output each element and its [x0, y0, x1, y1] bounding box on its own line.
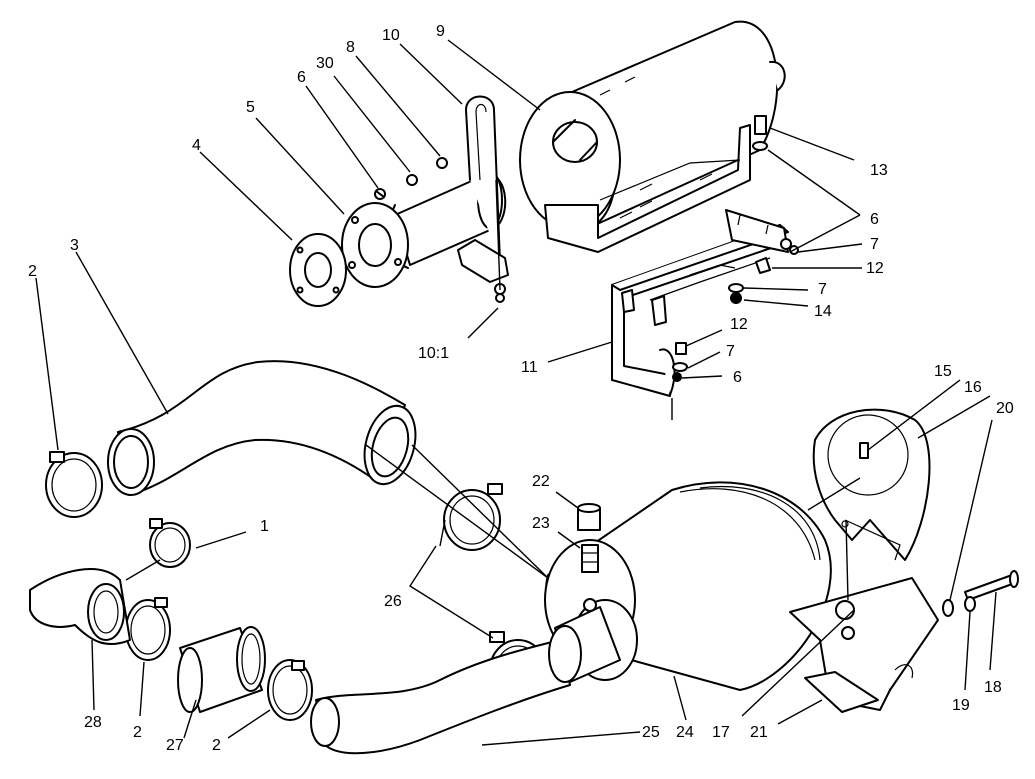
hose-clamp-lower-left	[267, 659, 313, 721]
callout-8: 8	[346, 39, 355, 56]
callout-21: 21	[750, 724, 768, 741]
callout-27: 27	[166, 737, 184, 754]
callout-15: 15	[934, 363, 952, 380]
callout-10: 10	[382, 27, 400, 44]
callout-10-1: 10:1	[418, 345, 449, 362]
elbow-hose	[29, 568, 131, 645]
exhaust-flange	[341, 202, 409, 288]
callout-14: 14	[814, 303, 832, 320]
bracket-hardware	[672, 238, 799, 382]
callout-12: 12	[866, 260, 884, 277]
callout-26: 26	[384, 593, 402, 610]
leader-lines	[35, 39, 997, 746]
hose-clamp-26-upper	[443, 483, 503, 551]
heat-shield	[812, 408, 931, 561]
callout-22: 22	[532, 473, 550, 490]
mounting-bracket	[611, 209, 789, 397]
exhaust-gasket	[289, 233, 347, 307]
vacuator-cap	[577, 503, 601, 531]
callout-numbers: 1 2 2 2 3 4 5 6 6 6 7 7 7 8 9 10 10:1 11…	[28, 23, 1014, 754]
hose-clamp-1	[149, 518, 191, 568]
callout-19: 19	[952, 697, 970, 714]
callout-25: 25	[642, 724, 660, 741]
callout-1: 1	[260, 518, 269, 535]
callout-5: 5	[246, 99, 255, 116]
muffler-bracket	[544, 124, 751, 253]
callout-4: 4	[192, 137, 201, 154]
intake-hose-upper	[107, 360, 417, 496]
air-cleaner-bracket	[789, 520, 939, 713]
callout-28: 28	[84, 714, 102, 731]
coupling-tube	[177, 626, 266, 713]
callout-2: 2	[133, 724, 142, 741]
callout-11: 11	[521, 359, 538, 376]
callout-13: 13	[870, 162, 888, 179]
bracket-bolt	[942, 570, 1019, 617]
u-bolt-clamp	[457, 95, 509, 303]
callout-24: 24	[676, 724, 694, 741]
callout-30: 30	[316, 55, 334, 72]
intake-hose-lower	[310, 639, 571, 755]
muffler	[519, 20, 786, 229]
callout-3: 3	[70, 237, 79, 254]
callout-6: 6	[733, 369, 742, 386]
callout-7: 7	[726, 343, 735, 360]
callout-2: 2	[212, 737, 221, 754]
hose-clamp-mid-left	[125, 597, 171, 661]
callout-12: 12	[730, 316, 748, 333]
callout-17: 17	[712, 724, 730, 741]
callout-2: 2	[28, 263, 37, 280]
hose-clamp-upper-left	[45, 451, 103, 518]
callout-6: 6	[297, 69, 306, 86]
callout-7: 7	[818, 281, 827, 298]
restriction-indicator	[581, 544, 599, 573]
exhaust-hardware	[374, 157, 448, 200]
callout-7: 7	[870, 236, 879, 253]
callout-9: 9	[436, 23, 445, 40]
muffler-bolt	[752, 115, 768, 151]
callout-16: 16	[964, 379, 982, 396]
callout-23: 23	[532, 515, 550, 532]
callout-6: 6	[870, 211, 879, 228]
callout-20: 20	[996, 400, 1014, 417]
callout-18: 18	[984, 679, 1002, 696]
air-cleaner	[544, 481, 832, 691]
